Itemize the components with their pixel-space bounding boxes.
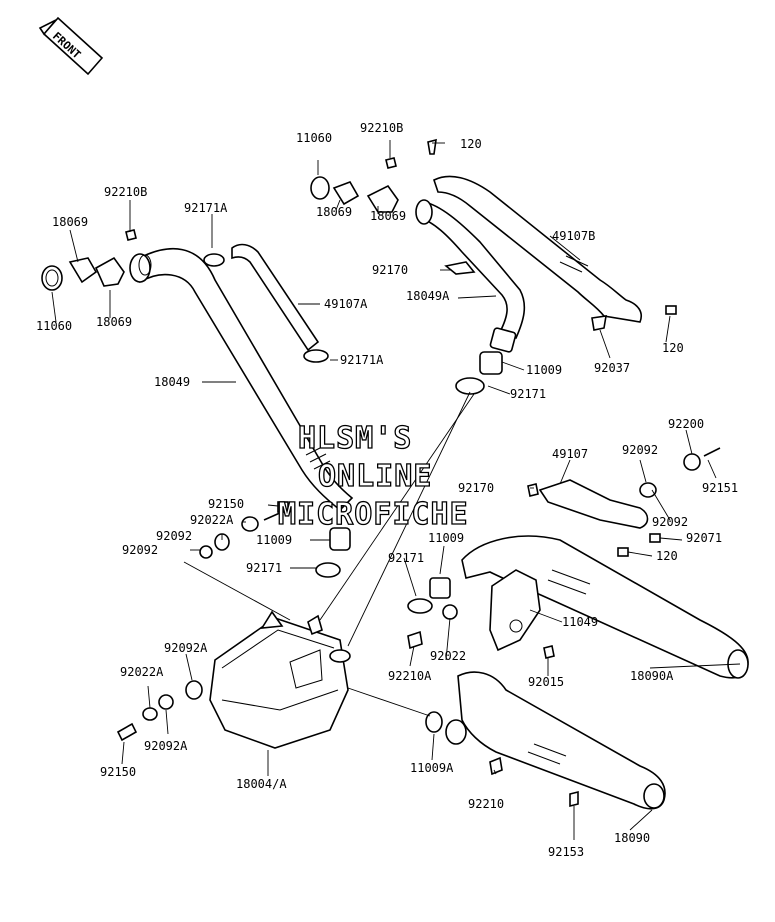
leader-lines [51, 140, 741, 840]
exhaust-pipe-18049A [415, 199, 526, 353]
part-label-92171A-bot: 92171A [340, 353, 384, 367]
part-label-120-mid: 120 [656, 549, 678, 563]
clamp-92170-top [444, 261, 476, 275]
part-label-18049: 18049 [154, 375, 190, 389]
part-label-92171-mid: 92171 [246, 561, 282, 575]
part-label-49107A: 49107A [324, 297, 368, 311]
part-label-92150-top: 92150 [208, 497, 244, 511]
bolt-92150-top [199, 501, 289, 559]
part-label-92092-l1: 92092 [156, 529, 192, 543]
part-label-49107: 49107 [552, 447, 588, 461]
muffler-18090A [429, 535, 749, 679]
part-label-92170-top: 92170 [372, 263, 408, 277]
part-label-11060-left: 11060 [36, 319, 72, 333]
flange-18069-left [68, 229, 137, 287]
part-label-92092-l2: 92092 [122, 543, 158, 557]
flange-18069-mid [310, 138, 437, 213]
part-label-11009A: 11009A [410, 761, 454, 775]
muffler-18004A [209, 610, 351, 749]
part-label-92171A-top: 92171A [184, 201, 228, 215]
watermark-line-1: HLSM'S [298, 421, 412, 456]
part-label-92210B-left: 92210B [104, 185, 147, 199]
part-label-92015: 92015 [528, 675, 564, 689]
gasket-11060-left [41, 265, 63, 291]
part-label-92071: 92071 [686, 531, 722, 545]
part-label-18049A: 18049A [406, 289, 450, 303]
part-label-18069-mid1: 18069 [316, 205, 352, 219]
part-label-92037: 92037 [594, 361, 630, 375]
part-label-92092-r2: 92092 [652, 515, 688, 529]
part-label-92151: 92151 [702, 481, 738, 495]
part-label-92153: 92153 [548, 845, 584, 859]
heat-cover-49107 [527, 447, 721, 557]
part-label-11009-top: 11009 [526, 363, 562, 377]
part-label-92092A-bot: 92092A [144, 739, 188, 753]
part-label-18004A: 18004/A [236, 777, 287, 791]
bracket-11049 [489, 569, 555, 659]
part-label-92150-bot: 92150 [100, 765, 136, 779]
part-label-120-right: 120 [662, 341, 684, 355]
part-label-92170-mid: 92170 [458, 481, 494, 495]
part-label-92171-mid2: 92171 [388, 551, 424, 565]
part-label-18069-left2: 18069 [96, 315, 132, 329]
bolt-120-right [591, 305, 677, 331]
part-label-11009-mid2: 11009 [428, 531, 464, 545]
heat-cover-49107B [433, 175, 642, 323]
muffler-left-mounts [116, 680, 203, 742]
part-label-18090: 18090 [614, 831, 650, 845]
part-label-92022A-bot: 92022A [120, 665, 164, 679]
part-label-92022: 92022 [430, 649, 466, 663]
part-label-92210A: 92210A [388, 669, 432, 683]
clamp-92171-mid2 [407, 598, 458, 650]
part-label-11009-mid: 11009 [256, 533, 292, 547]
watermark: HLSM'S ONLINE MICROFICHE [277, 420, 469, 532]
part-label-120-top: 120 [460, 137, 482, 151]
muffler-18090 [425, 671, 666, 810]
part-label-18090A: 18090A [630, 669, 674, 683]
watermark-line-2: ONLINE [318, 459, 432, 494]
part-label-92092A-top: 92092A [164, 641, 208, 655]
part-label-92092-r1: 92092 [622, 443, 658, 457]
watermark-line-3: MICROFICHE [278, 497, 469, 532]
part-label-11049: 11049 [562, 615, 598, 629]
heat-cover-49107A [203, 243, 329, 363]
part-label-49107B: 49107B [552, 229, 595, 243]
part-label-92210: 92210 [468, 797, 504, 811]
gasket-11009-mid [315, 527, 351, 578]
part-label-11060-top: 11060 [296, 131, 332, 145]
front-direction-arrow: FRONT [38, 16, 104, 76]
part-label-18069-mid2: 18069 [370, 209, 406, 223]
part-label-92210B-top: 92210B [360, 121, 403, 135]
part-label-92171-top: 92171 [510, 387, 546, 401]
part-labels: 11060 92210B 120 18069 18069 92210B 9217… [36, 121, 738, 859]
gasket-11009-top [455, 351, 503, 395]
part-label-18069-left1: 18069 [52, 215, 88, 229]
part-label-92022A-top: 92022A [190, 513, 234, 527]
exhaust-pipe-18049 [129, 248, 354, 512]
part-label-92200: 92200 [668, 417, 704, 431]
